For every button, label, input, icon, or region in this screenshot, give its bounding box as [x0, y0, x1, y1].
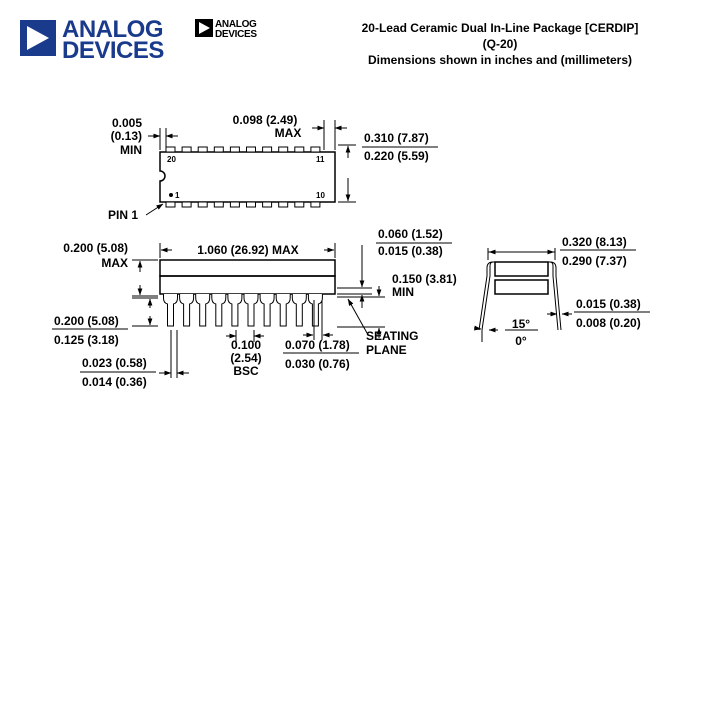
top-lead-upper — [294, 146, 305, 153]
dim-row-spacing-2: 0.290 (7.37) — [562, 254, 627, 268]
side-lead — [195, 294, 211, 327]
top-lead-upper — [262, 146, 273, 153]
side-lead — [307, 294, 323, 327]
dim-lead-offset-2: MAX — [275, 126, 302, 140]
dim-body-width-1: 0.310 (7.87) — [364, 131, 429, 145]
top-lead-lower — [197, 201, 208, 208]
dim-lead-offset-1: 0.098 (2.49) — [233, 113, 298, 127]
dim-lead-length-1: 0.150 (3.81) — [392, 272, 457, 286]
top-lead-lower — [165, 201, 176, 208]
top-lead-upper — [165, 146, 176, 153]
pin-10-label: 10 — [316, 191, 325, 200]
top-lead-lower — [229, 201, 240, 208]
logo-secondary-line2: DEVICES — [215, 29, 257, 40]
side-lead — [227, 294, 243, 327]
dim-seating-height-1: 0.200 (5.08) — [54, 314, 119, 328]
top-lead-lower — [310, 201, 321, 208]
side-lead — [291, 294, 307, 327]
angle-min: 0° — [515, 334, 527, 348]
title-line1: 20-Lead Ceramic Dual In-Line Package [CE… — [362, 21, 639, 35]
top-lead-upper — [229, 146, 240, 153]
end-view-body-top — [494, 261, 549, 277]
dim-standoff-1: 0.060 (1.52) — [378, 227, 443, 241]
dim-body-height-1: 0.200 (5.08) — [63, 241, 128, 255]
dim-lead-length-2: MIN — [392, 285, 414, 299]
side-lead — [259, 294, 275, 327]
dim-pitch-2: (2.54) — [230, 351, 261, 365]
dim-lead-thickness-1: 0.015 (0.38) — [576, 297, 641, 311]
pin-11-label: 11 — [316, 155, 325, 164]
dim-seating-height-2: 0.125 (3.18) — [54, 333, 119, 347]
logo-primary-line2: DEVICES — [62, 37, 164, 64]
side-lead — [275, 294, 291, 327]
pin1-callout: PIN 1 — [108, 208, 138, 222]
dim-length: 1.060 (26.92) MAX — [197, 243, 298, 257]
dim-lead-width-1: 0.023 (0.58) — [82, 356, 147, 370]
pin1-dot — [169, 193, 173, 197]
angle-max: 15° — [512, 317, 530, 331]
top-lead-lower — [294, 201, 305, 208]
side-lead — [179, 294, 195, 327]
top-view-leads — [165, 146, 321, 208]
dim-end-gap-2: (0.13) — [111, 129, 142, 143]
top-lead-upper — [278, 146, 289, 153]
top-lead-lower — [213, 201, 224, 208]
top-lead-upper — [181, 146, 192, 153]
dim-shoulder-width-2: 0.030 (0.76) — [285, 357, 350, 371]
dim-lead-thickness-2: 0.008 (0.20) — [576, 316, 641, 330]
top-lead-upper — [213, 146, 224, 153]
top-lead-lower — [278, 201, 289, 208]
logo-primary-line1: ANALOG — [62, 16, 163, 43]
side-view-body-top — [159, 259, 336, 277]
top-lead-upper — [246, 146, 256, 153]
analog-devices-logo-secondary: ANALOG DEVICES — [195, 19, 258, 40]
dim-standoff-2: 0.015 (0.38) — [378, 244, 443, 258]
logo-secondary-line1: ANALOG — [215, 19, 257, 30]
title-line3: Dimensions shown in inches and (millimet… — [368, 53, 632, 67]
top-lead-lower — [262, 201, 273, 208]
seating-plane-1: SEATING — [366, 329, 418, 343]
dim-body-height-2: MAX — [101, 256, 128, 270]
side-lead — [211, 294, 227, 327]
dim-end-gap-3: MIN — [120, 143, 142, 157]
dim-lead-width-2: 0.014 (0.36) — [82, 375, 147, 389]
side-lead — [243, 294, 259, 327]
top-lead-upper — [310, 146, 321, 153]
dim-pitch-1: 0.100 — [231, 338, 261, 352]
dim-row-spacing-1: 0.320 (8.13) — [562, 235, 627, 249]
end-view-body-bottom — [494, 279, 549, 295]
dim-body-width-2: 0.220 (5.59) — [364, 149, 429, 163]
analog-devices-logo-primary: ANALOG DEVICES — [20, 16, 165, 64]
side-view-body-bottom — [159, 275, 336, 295]
side-view-leads — [163, 294, 323, 327]
pin-20-label: 20 — [167, 155, 176, 164]
dim-pitch-3: BSC — [233, 364, 259, 378]
pin-1-label: 1 — [175, 191, 180, 200]
dim-end-gap-1: 0.005 — [112, 116, 142, 130]
top-lead-upper — [197, 146, 208, 153]
side-view: 1.060 (26.92) MAX 0.200 (5.08) MAX 0.200… — [52, 227, 457, 389]
top-lead-lower — [181, 201, 192, 208]
dim-shoulder-width-1: 0.070 (1.78) — [285, 338, 350, 352]
top-view: 20 11 1 10 PIN 1 0.005 (0.13) MIN 0.098 … — [108, 113, 438, 222]
top-view-body — [159, 151, 336, 203]
seating-plane-2: PLANE — [366, 343, 407, 357]
end-view: 0.320 (8.13) 0.290 (7.37) 0.015 (0.38) 0… — [473, 235, 650, 348]
side-lead — [163, 294, 178, 327]
top-lead-lower — [246, 201, 256, 208]
title-line2: (Q-20) — [483, 37, 518, 51]
